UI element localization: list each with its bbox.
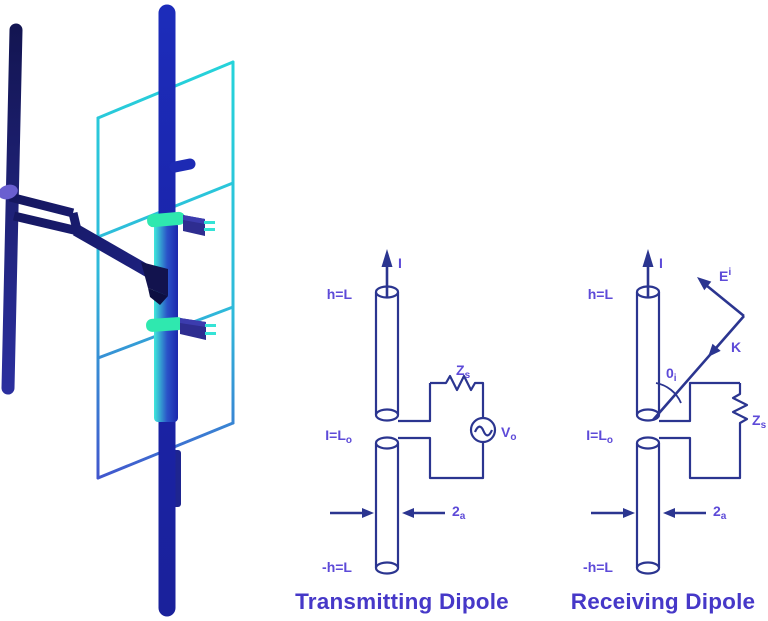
mounting-clamp-upper (147, 211, 215, 236)
tx-feed-main: I=L (325, 427, 346, 443)
tx-lower-cylinder-bottom (374, 561, 400, 575)
rx-impedance-label: Zs (752, 412, 767, 431)
bracket-body (141, 262, 168, 296)
pole-joint (0, 184, 18, 200)
rx-title: Receiving Dipole (571, 589, 756, 614)
tx-right-arrowhead (402, 508, 414, 518)
connector-prong (204, 221, 215, 224)
connector-prong (205, 324, 216, 327)
tx-upper-cylinder-body (374, 292, 400, 415)
tx-labels: I h=L Zs Vo I=Lo 2a -h=L (322, 255, 516, 575)
rx-arrowheads (623, 249, 721, 518)
boom-upper-bar (8, 192, 75, 218)
boom-long-arm (73, 224, 154, 279)
tx-diameter-label: 2a (452, 503, 466, 522)
boom-lower-bar (12, 211, 80, 236)
rx-wavevector-ray (652, 315, 745, 421)
tx-wires (330, 263, 497, 575)
rx-angle-label: 0i (666, 365, 677, 384)
tx-current-label: I (398, 255, 402, 271)
mounting-clamp-lower (146, 317, 216, 340)
tx-feed-label: I=Lo (325, 427, 352, 446)
connector-prong (205, 332, 216, 335)
rx-diameter-sub: a (721, 511, 727, 522)
tx-diameter-main: 2 (452, 503, 460, 519)
rx-impedance-main: Z (752, 412, 761, 428)
rx-left-arrowhead (623, 508, 635, 518)
support-pole (1, 23, 23, 395)
mast-stub (169, 158, 196, 173)
rx-feed-sub: o (607, 435, 613, 446)
rx-angle-sub: i (674, 373, 677, 384)
rx-lower-cylinder-bottom (635, 561, 661, 575)
rx-loop-top (659, 381, 740, 423)
rx-upper-height-label: h=L (588, 286, 614, 302)
rx-wires (591, 263, 749, 575)
tx-impedance-sub: s (465, 370, 471, 381)
rx-efield-arrowhead (697, 277, 712, 291)
tx-upper-height-label: h=L (327, 286, 353, 302)
rx-efield-main: E (719, 268, 728, 284)
rx-efield-ray (700, 279, 745, 318)
antenna-3d-illustration (0, 4, 235, 617)
rx-impedance-sub: s (761, 420, 767, 431)
tx-title: Transmitting Dipole (295, 589, 509, 614)
rx-lower-cylinder-body (635, 443, 661, 568)
rx-diameter-main: 2 (713, 503, 721, 519)
tx-arrowheads (362, 249, 414, 518)
tx-source-sub: o (510, 432, 516, 443)
rx-current-arrowhead (642, 249, 654, 267)
rx-efield-label: Ei (719, 266, 731, 284)
tx-diameter-sub: a (460, 511, 466, 522)
clamp-band (146, 317, 185, 332)
rx-upper-cylinder-body (635, 292, 661, 415)
rx-lower-cylinder-top (635, 436, 661, 450)
tx-feed-sub: o (346, 435, 352, 446)
rx-angle-arc (655, 382, 682, 404)
tx-lower-cylinder-body (374, 443, 400, 568)
tx-upper-cylinder-bottom (374, 408, 400, 422)
tx-left-arrowhead (362, 508, 374, 518)
boom-bracket (141, 262, 168, 305)
rx-lower-height-label: -h=L (583, 559, 613, 575)
rx-labels: I h=L Ei K 0i Zs I=Lo 2a -h=L (583, 255, 767, 575)
tx-lower-cylinder-top (374, 436, 400, 450)
tx-current-arrowhead (381, 249, 393, 267)
clamp-band (147, 211, 186, 228)
tx-source-label: Vo (501, 424, 516, 443)
tx-loop-bottom (398, 436, 485, 480)
rx-efield-sup: i (728, 266, 731, 278)
rx-feed-main: I=L (586, 427, 607, 443)
tx-lower-height-label: -h=L (322, 559, 352, 575)
rx-feed-label: I=Lo (586, 427, 613, 446)
rx-right-arrowhead (663, 508, 675, 518)
transmitting-dipole-diagram: I h=L Zs Vo I=Lo 2a -h=L Transmitting Di… (295, 249, 516, 614)
tx-source-main: V (501, 424, 511, 440)
tx-impedance-main: Z (456, 362, 465, 378)
connector-top-face (183, 215, 205, 224)
connector-prong (204, 228, 215, 231)
rx-angle-main: 0 (666, 365, 674, 381)
rx-current-label: I (659, 255, 663, 271)
boom-arms (8, 192, 154, 279)
tx-impedance-label: Zs (456, 362, 471, 381)
tx-title-group: Transmitting Dipole (295, 589, 509, 614)
rx-wavevector-arrowhead (708, 343, 721, 357)
rx-loop-right (659, 383, 749, 480)
tx-sine-symbol (473, 425, 494, 437)
rx-wavevector-label: K (731, 339, 741, 355)
receiving-dipole-diagram: I h=L Ei K 0i Zs I=Lo 2a -h=L Receiving … (571, 249, 767, 614)
connector-top-face (180, 318, 206, 327)
rx-title-group: Receiving Dipole (571, 589, 756, 614)
rx-diameter-label: 2a (713, 503, 727, 522)
tx-loop-top (398, 374, 485, 423)
bracket-wedge (148, 288, 168, 305)
